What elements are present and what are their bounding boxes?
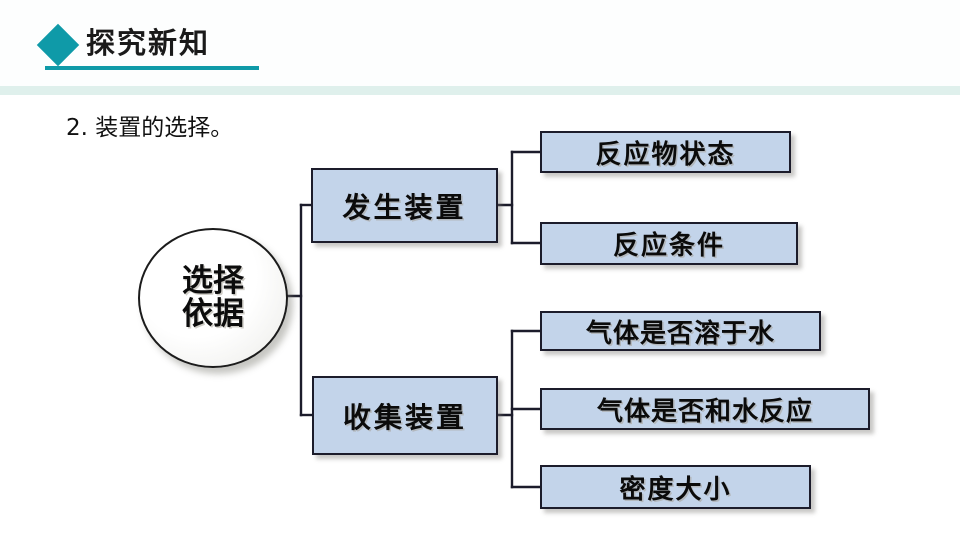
leaf-node-reactant-state[interactable]: 反应物状态 <box>540 131 791 173</box>
slide-header: 探究新知 <box>0 0 960 86</box>
root-label-line2: 依据 <box>182 296 244 332</box>
title-underline <box>45 66 259 70</box>
root-node-selection-basis[interactable]: 选择 依据 <box>138 228 288 368</box>
leaf-node-reaction-conditions[interactable]: 反应条件 <box>540 222 798 265</box>
root-label-line1: 选择 <box>182 263 244 300</box>
branch-node-generation-device[interactable]: 发生装置 <box>311 168 498 243</box>
branch-node-collection-device[interactable]: 收集装置 <box>312 376 498 455</box>
leaf-node-reacts-with-water[interactable]: 气体是否和水反应 <box>540 388 870 430</box>
page-title: 探究新知 <box>86 26 211 60</box>
section-subtitle: 2. 装置的选择。 <box>66 115 234 141</box>
header-divider-band <box>0 86 960 95</box>
leaf-node-density[interactable]: 密度大小 <box>540 465 811 509</box>
leaf-node-soluble-in-water[interactable]: 气体是否溶于水 <box>540 311 821 351</box>
